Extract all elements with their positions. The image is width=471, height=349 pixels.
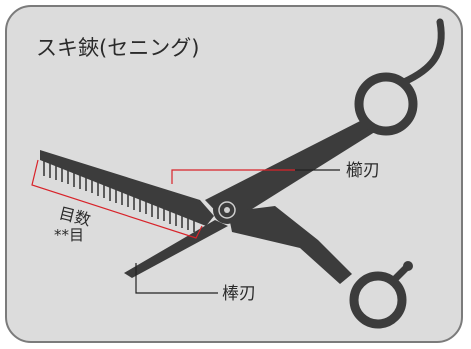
- straight-blade: [124, 220, 228, 278]
- comb-blade-leader: [171, 169, 295, 184]
- lower-finger-ring: [349, 271, 407, 329]
- teeth-count-callout: [31, 159, 203, 239]
- lower-arm: [228, 206, 352, 284]
- finger-rest-hook: [400, 18, 445, 86]
- straight-blade-label: 棒刃: [222, 284, 256, 304]
- comb-blade-label: 櫛刃: [346, 161, 380, 181]
- diagram-title: スキ鋏(セニング): [36, 36, 199, 60]
- tang-knob: [403, 261, 413, 271]
- upper-arm: [205, 118, 378, 224]
- comb-teeth: [43, 160, 195, 232]
- pivot-center: [224, 207, 230, 213]
- teeth-count-value: **目: [54, 226, 84, 244]
- upper-finger-ring: [354, 72, 418, 136]
- straight-blade-leader: [135, 263, 218, 294]
- pivot-ring: [218, 201, 236, 219]
